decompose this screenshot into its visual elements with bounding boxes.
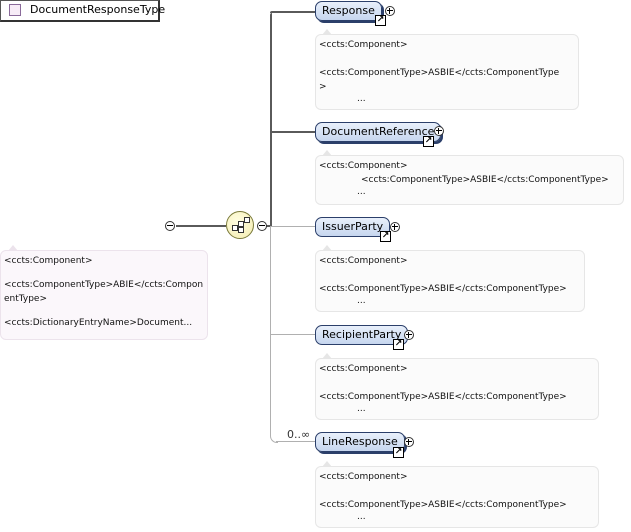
element-node-lineresponse[interactable]: LineResponse (315, 432, 405, 452)
recipientparty-annotation-line1: <ccts:Component> (319, 364, 408, 374)
documentreference-annotation-line3: ... (357, 187, 366, 197)
root-annotation-line1: <ccts:Component> (4, 256, 93, 266)
expand-response-icon[interactable] (385, 6, 395, 16)
reference-icon: ↗ (423, 136, 434, 147)
recipientparty-annotation-line3: ... (357, 404, 366, 414)
documentreference-annotation-line2: <ccts:ComponentType>ASBIE</ccts:Componen… (361, 175, 609, 185)
response-annotation-notch (322, 29, 332, 35)
connector-lineresponse (276, 441, 315, 442)
element-label-response: Response (322, 4, 375, 17)
connector-lineresponse-curve (270, 434, 278, 443)
expand-documentreference-icon[interactable] (434, 126, 444, 136)
expand-issuerparty-icon[interactable] (390, 222, 400, 232)
root-element-label: DocumentResponseType (30, 3, 166, 16)
documentreference-annotation-notch (322, 150, 332, 156)
element-node-documentreference[interactable]: DocumentReference (315, 122, 442, 142)
issuerparty-annotation: <ccts:Component> <ccts:ComponentType>ASB… (315, 250, 585, 312)
complex-type-icon (9, 4, 21, 16)
connector-recipientparty (270, 334, 315, 335)
issuerparty-annotation-line2: <ccts:ComponentType>ASBIE</ccts:Componen… (319, 284, 567, 294)
collapse-root-icon[interactable] (165, 221, 175, 231)
lineresponse-annotation-line1: <ccts:Component> (319, 472, 408, 482)
recipientparty-annotation: <ccts:Component> <ccts:ComponentType>ASB… (315, 358, 599, 420)
reference-icon: ↗ (375, 15, 386, 26)
root-annotation-notch (8, 245, 18, 251)
response-annotation-line4: ... (357, 94, 366, 104)
recipientparty-annotation-notch (322, 353, 332, 359)
sequence-compositor-icon[interactable] (226, 211, 254, 239)
reference-icon: ↗ (393, 339, 404, 350)
element-label-recipientparty: RecipientParty (322, 328, 402, 341)
element-label-lineresponse: LineResponse (322, 435, 398, 448)
connector-issuerparty (270, 226, 315, 227)
connector-response (270, 11, 315, 13)
root-annotation-line2: <ccts:ComponentType>ABIE</ccts:Component… (4, 280, 204, 304)
reference-icon: ↗ (380, 231, 391, 242)
expand-recipientparty-icon[interactable] (404, 330, 414, 340)
element-label-issuerparty: IssuerParty (322, 220, 384, 233)
issuerparty-annotation-line1: <ccts:Component> (319, 256, 408, 266)
cardinality-label: 0..∞ (287, 428, 311, 441)
reference-icon: ↗ (393, 447, 404, 458)
element-node-response[interactable]: Response (315, 1, 382, 21)
connector-trunk-lower (270, 227, 271, 434)
expand-lineresponse-icon[interactable] (404, 437, 414, 447)
lineresponse-annotation-notch (322, 461, 332, 467)
response-annotation: <ccts:Component> <ccts:ComponentType>ASB… (315, 34, 579, 110)
lineresponse-annotation-line2: <ccts:ComponentType>ASBIE</ccts:Componen… (319, 500, 567, 510)
connector-root-to-seq (176, 225, 226, 227)
element-node-issuerparty[interactable]: IssuerParty (315, 217, 391, 237)
lineresponse-annotation: <ccts:Component> <ccts:ComponentType>ASB… (315, 466, 599, 528)
response-annotation-line2: <ccts:ComponentType>ASBIE</ccts:Componen… (319, 68, 560, 78)
element-node-recipientparty[interactable]: RecipientParty (315, 325, 409, 345)
documentreference-annotation: <ccts:Component> <ccts:ComponentType>ASB… (315, 155, 624, 205)
issuerparty-annotation-notch (322, 245, 332, 251)
root-element-node[interactable]: DocumentResponseType (0, 0, 165, 22)
connector-seq-out (266, 225, 270, 227)
lineresponse-annotation-line3: ... (357, 512, 366, 522)
collapse-sequence-icon[interactable] (257, 221, 267, 231)
connector-documentreference (270, 131, 315, 133)
response-annotation-line3: > (319, 82, 327, 92)
element-label-documentreference: DocumentReference (322, 125, 435, 138)
recipientparty-annotation-line2: <ccts:ComponentType>ASBIE</ccts:Componen… (319, 392, 567, 402)
root-annotation-line3: <ccts:DictionaryEntryName>Document... (4, 318, 193, 328)
issuerparty-annotation-line3: ... (357, 296, 366, 306)
connector-trunk (270, 13, 272, 227)
response-annotation-line1: <ccts:Component> (319, 40, 408, 50)
root-annotation: <ccts:Component> <ccts:ComponentType>ABI… (0, 250, 208, 340)
documentreference-annotation-line1: <ccts:Component> (319, 161, 408, 171)
